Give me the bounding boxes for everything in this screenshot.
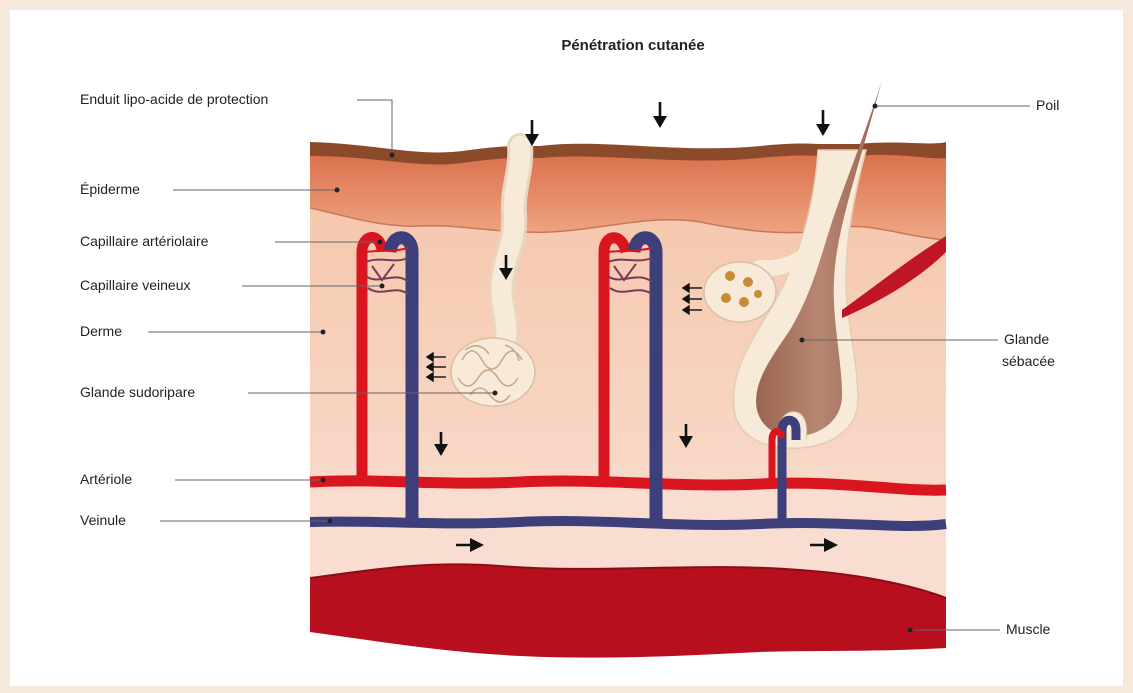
arrow-down-2	[653, 102, 667, 128]
label-enduit: Enduit lipo-acide de protection	[80, 91, 268, 107]
sebaceous-gland	[704, 262, 776, 322]
muscle-layer	[310, 564, 946, 657]
label-poil: Poil	[1036, 97, 1059, 113]
label-glande-sebacee-1: Glande	[1004, 331, 1049, 347]
label-arteriole: Artériole	[80, 471, 132, 487]
arrow-down-3	[816, 110, 830, 136]
label-derme: Derme	[80, 323, 122, 339]
label-glande-sudoripare: Glande sudoripare	[80, 384, 195, 400]
label-capillaire-veineux: Capillaire veineux	[80, 277, 191, 293]
label-glande-sebacee-2: sébacée	[1002, 353, 1055, 369]
label-muscle: Muscle	[1006, 621, 1051, 637]
diagram-title: Pénétration cutanée	[561, 37, 704, 54]
label-epiderme: Épiderme	[80, 181, 140, 197]
label-capillaire-arteriolaire: Capillaire artériolaire	[80, 233, 209, 249]
small-arrows-sebaceous	[683, 284, 702, 314]
label-veinule: Veinule	[80, 512, 126, 528]
small-arrows-sweat	[427, 353, 446, 381]
venule-vessel	[310, 521, 946, 526]
